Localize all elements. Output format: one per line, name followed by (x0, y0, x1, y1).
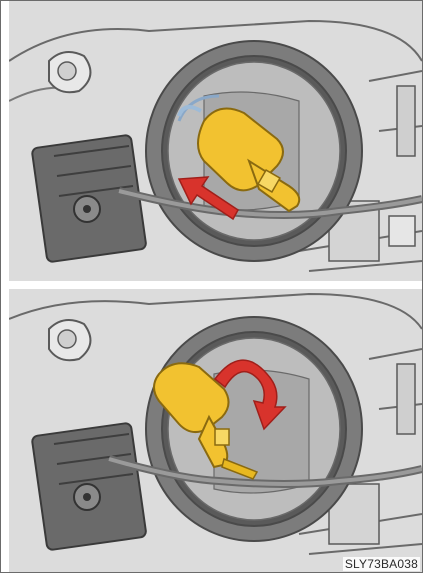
step-1-illustration (9, 1, 422, 281)
figure-code: SLY73BA038 (343, 557, 420, 571)
step-2-turn-bulb-panel (9, 289, 422, 572)
step-2-illustration (9, 289, 422, 572)
step-1-insert-bulb-panel (9, 1, 422, 281)
